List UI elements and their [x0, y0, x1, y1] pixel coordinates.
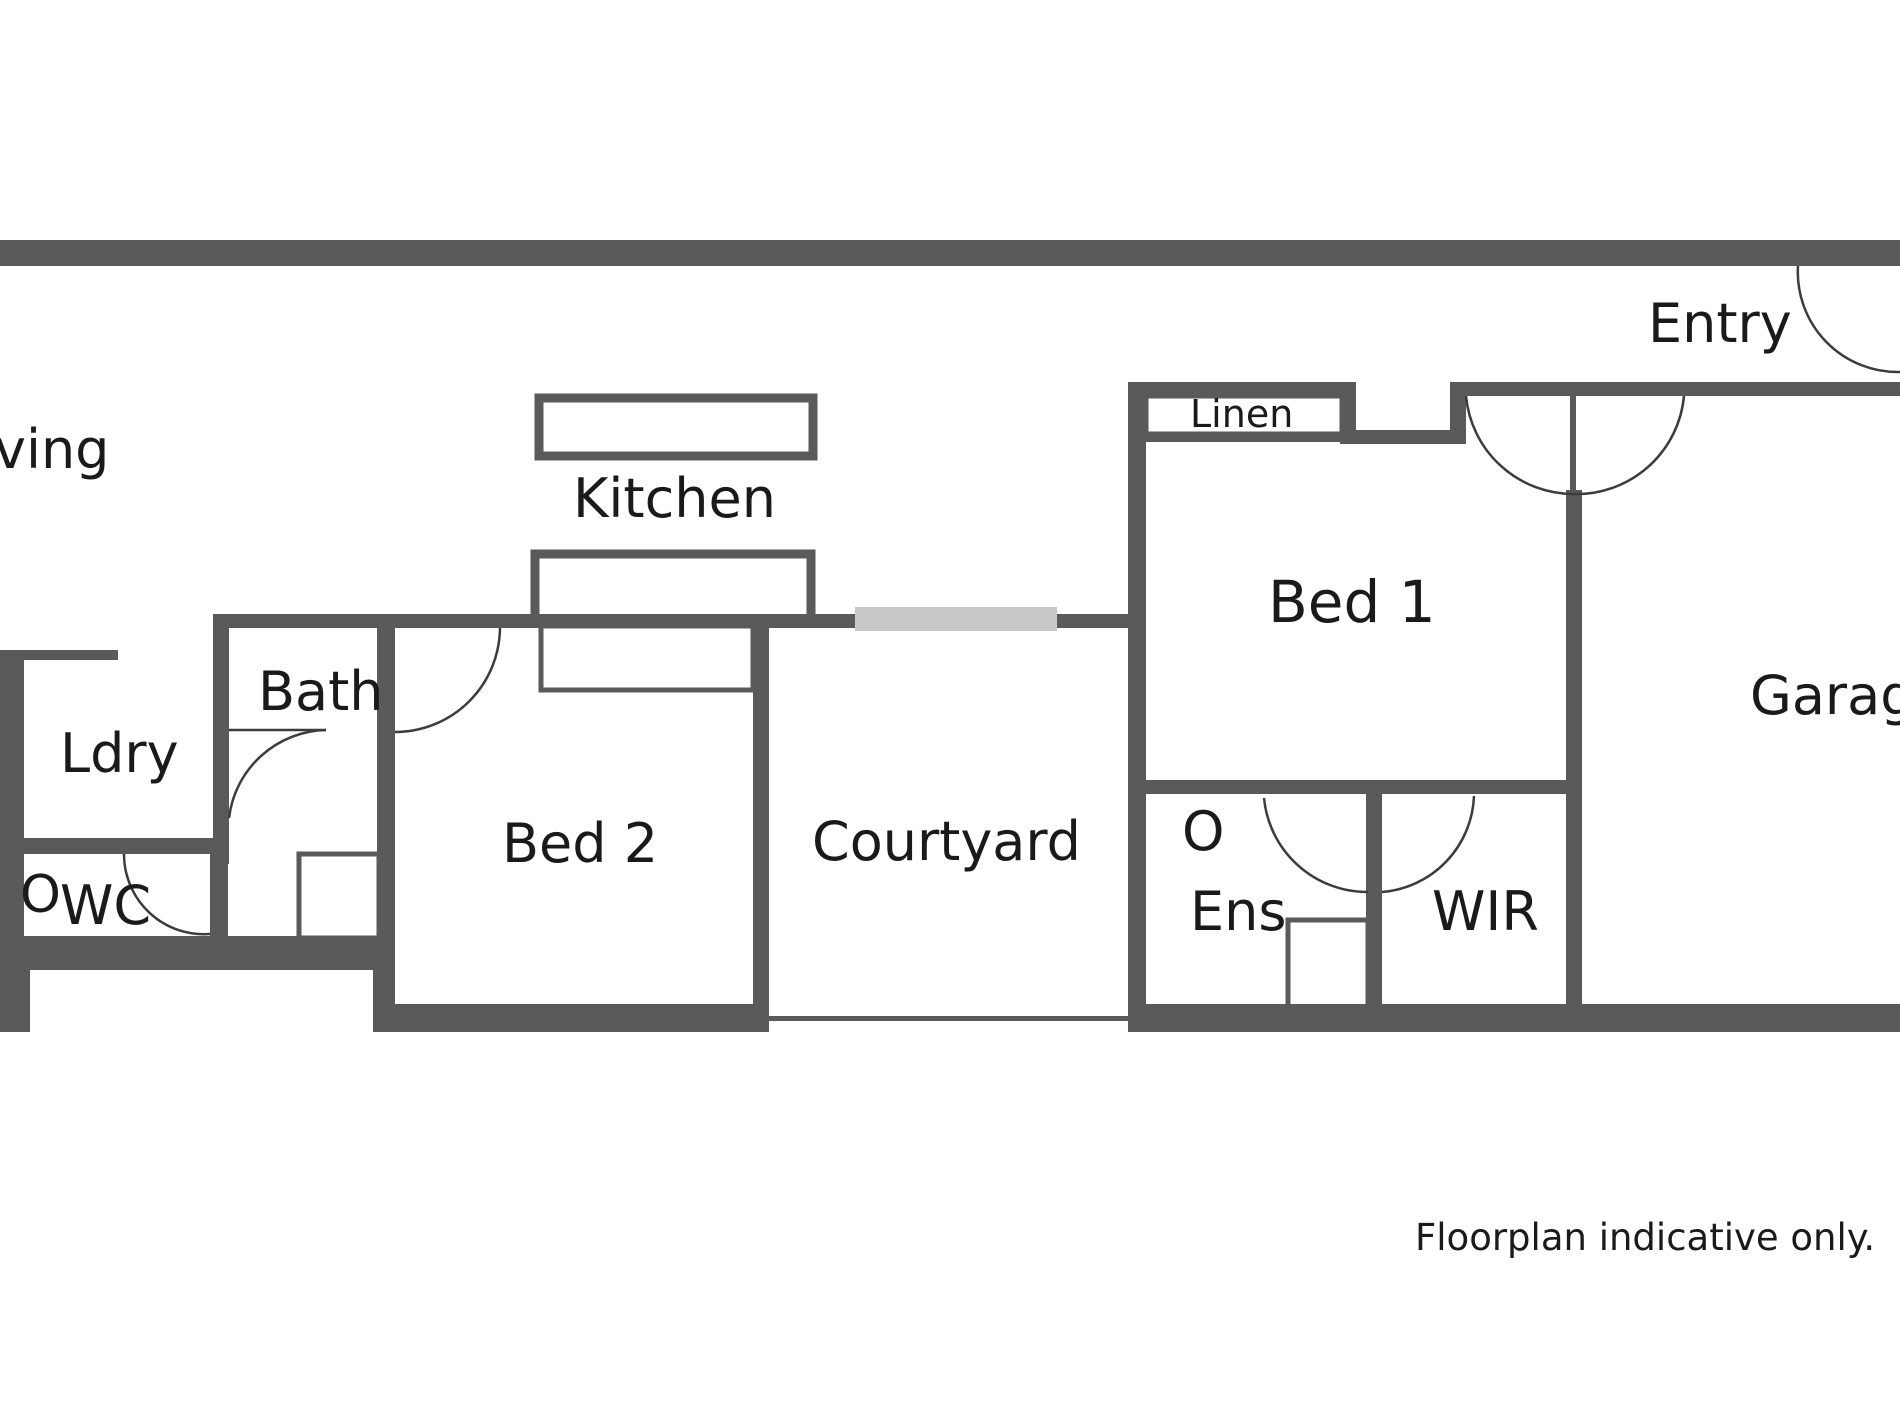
wall-left-a: [0, 650, 14, 1032]
bed2-robe: [538, 623, 756, 693]
room-label-bed1: Bed 1: [1268, 568, 1436, 636]
wall-bed1-top: [1128, 382, 1356, 396]
joinery: [296, 393, 1371, 1011]
wall-bed1-ens: [1128, 780, 1574, 794]
room-label-courtyard: Courtyard: [812, 810, 1081, 873]
door-swing-bed2: [394, 627, 502, 734]
room-label-kitchen: Kitchen: [573, 467, 776, 530]
kitchen-bench-north: [534, 393, 818, 461]
room-label-garage: Garag: [1750, 664, 1900, 727]
wall-bottom-bed2: [373, 1004, 767, 1032]
wall-bottom-east: [1128, 1004, 1900, 1032]
wall-garage-top: [1676, 382, 1900, 396]
wall-left-b: [0, 960, 30, 1032]
wall-linen-bottom: [1128, 432, 1348, 442]
door-swing-wir: [1381, 795, 1476, 894]
door-swing-bath: [227, 728, 327, 819]
wall-left-c: [14, 650, 24, 960]
wall-top-exterior: [0, 240, 1900, 266]
wall-bed1-west: [1128, 382, 1146, 1032]
door-swing-entry: [1796, 265, 1900, 374]
walls: [0, 240, 1900, 1032]
door-swing-bed1: [1464, 395, 1575, 496]
kitchen-bench-island: [530, 549, 816, 625]
wall-ldry-top: [0, 650, 118, 660]
room-label-ens: Ens: [1190, 880, 1286, 943]
ens-shower: [1285, 917, 1371, 1011]
door-swing-ens: [1262, 797, 1369, 894]
wall-nib-right: [1450, 382, 1466, 444]
toilet-ens-icon: O: [1182, 800, 1225, 863]
room-label-entry: Entry: [1648, 292, 1792, 355]
room-label-wc: WC: [60, 874, 151, 937]
window-courtyard: [855, 607, 1057, 631]
wall-nib-bottom: [1340, 430, 1458, 444]
doors: [122, 265, 1900, 936]
room-label-ldry: Ldry: [60, 722, 179, 785]
wall-bed1-garage: [1566, 490, 1582, 1010]
wall-service-south: [20, 936, 395, 970]
wall-bed2-courtyard: [753, 614, 769, 1032]
room-label-linen: Linen: [1190, 392, 1293, 436]
disclaimer-note: Floorplan indicative only.: [1415, 1216, 1875, 1259]
wall-hall-divider: [1570, 382, 1576, 494]
wall-hall-top: [1450, 382, 1686, 396]
wall-wc-right: [210, 840, 228, 940]
wall-bath-top: [213, 614, 393, 628]
linen-shelf: [1143, 393, 1345, 437]
room-label-bed2: Bed 2: [502, 812, 658, 875]
door-swing-garage: [1573, 395, 1686, 496]
door-swing-wc: [122, 853, 211, 936]
toilet-wc-icon: O: [20, 865, 61, 925]
wall-bath-left: [213, 614, 229, 864]
wall-ldry-wc: [20, 838, 220, 854]
wall-bed2-step: [373, 960, 395, 1032]
courtyard-south-edge: [767, 1016, 1129, 1021]
room-label-wir: WIR: [1432, 880, 1539, 943]
wall-courtyard-top-b: [1054, 614, 1138, 628]
room-label-living: ving: [0, 418, 109, 481]
bath-vanity: [296, 851, 382, 941]
room-label-bath: Bath: [258, 660, 384, 723]
